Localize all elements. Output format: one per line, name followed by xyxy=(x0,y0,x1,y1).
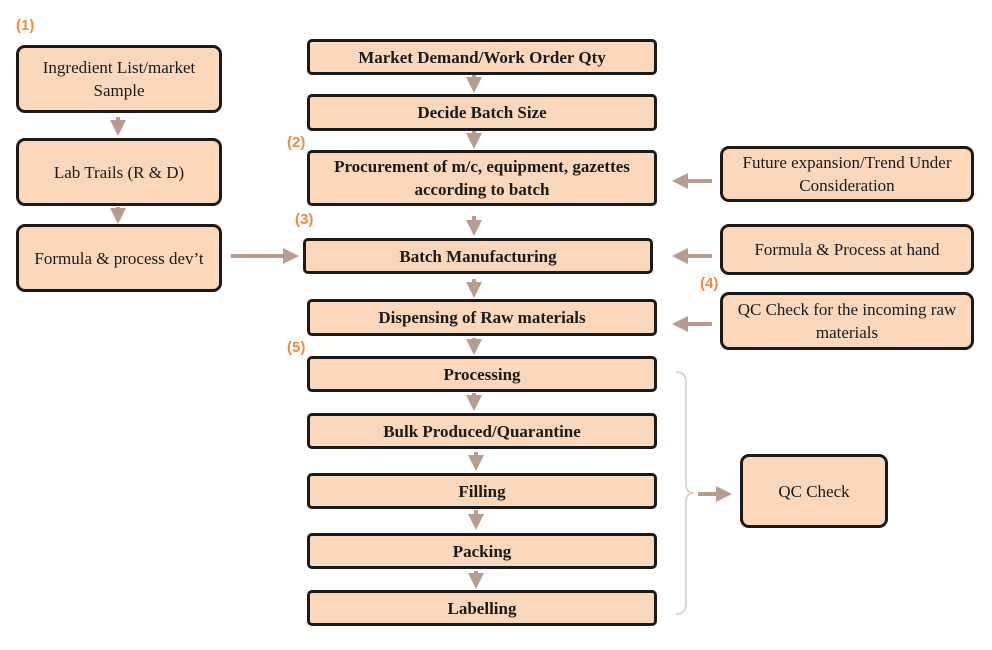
lab-trails-box: Lab Trails (R & D) xyxy=(16,138,222,206)
packing-box: Packing xyxy=(307,533,657,569)
future-expansion-box: Future expansion/Trend Under Considerati… xyxy=(720,146,974,202)
step-number-2: (2) xyxy=(287,134,306,151)
step-number-3: (3) xyxy=(295,211,314,228)
market-demand-box: Market Demand/Work Order Qty xyxy=(307,39,657,75)
qc-check-box: QC Check xyxy=(740,454,888,528)
step-number-5: (5) xyxy=(287,339,306,356)
qc-check-incoming-box: QC Check for the incoming raw materials xyxy=(720,292,974,350)
decide-batch-size-box: Decide Batch Size xyxy=(307,94,657,131)
processing-box: Processing xyxy=(307,356,657,392)
batch-manufacturing-box: Batch Manufacturing xyxy=(303,238,653,274)
labelling-box: Labelling xyxy=(307,590,657,626)
formula-process-at-hand-box: Formula & Process at hand xyxy=(720,224,974,275)
dispensing-box: Dispensing of Raw materials xyxy=(307,299,657,336)
bulk-produced-box: Bulk Produced/Quarantine xyxy=(307,413,657,449)
step-number-4: (4) xyxy=(700,275,719,292)
qc-bracket xyxy=(675,371,695,615)
formula-process-dev-box: Formula & process dev’t xyxy=(16,224,222,292)
step-number-1: (1) xyxy=(16,17,35,34)
procurement-box: Procurement of m/c, equipment, gazettes … xyxy=(307,150,657,206)
ingredient-list-box: Ingredient List/market Sample xyxy=(16,45,222,113)
filling-box: Filling xyxy=(307,473,657,509)
